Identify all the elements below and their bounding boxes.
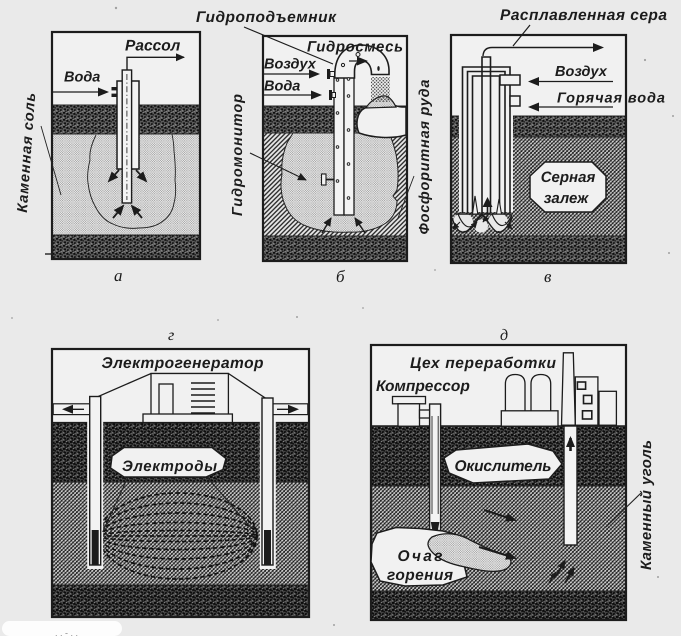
- svg-text:Цех переработки: Цех переработки: [410, 355, 557, 372]
- svg-text:д: д: [500, 327, 508, 344]
- svg-text:Гидроподъемник: Гидроподъемник: [196, 9, 337, 26]
- svg-text:Гидромонитор: Гидромонитор: [230, 94, 246, 216]
- svg-text:Горячая вода: Горячая вода: [557, 91, 665, 107]
- svg-text:Фосфоритная руда: Фосфоритная руда: [417, 80, 433, 235]
- svg-text:г: г: [168, 327, 174, 344]
- svg-text:Вода: Вода: [264, 79, 300, 95]
- svg-text:горения: горения: [387, 567, 453, 584]
- svg-text:Воздух: Воздух: [555, 64, 608, 80]
- svg-text:Окислитель: Окислитель: [455, 458, 552, 475]
- svg-text:в: в: [544, 267, 552, 286]
- svg-text:Вода: Вода: [64, 70, 100, 86]
- svg-text:Каменный уголь: Каменный уголь: [638, 440, 655, 570]
- svg-text:Рассол: Рассол: [125, 38, 181, 55]
- svg-text:Воздух: Воздух: [264, 57, 317, 73]
- svg-text:Расплавленная сера: Расплавленная сера: [500, 7, 667, 24]
- svg-text:Электрогенератор: Электрогенератор: [102, 355, 264, 372]
- svg-text:Компрессор: Компрессор: [376, 378, 470, 395]
- svg-text:залеж: залеж: [544, 190, 589, 207]
- svg-text:б: б: [336, 267, 345, 286]
- svg-text:Очаг: Очаг: [398, 548, 443, 565]
- svg-text:Серная: Серная: [541, 169, 596, 186]
- svg-text:Электроды: Электроды: [122, 458, 217, 475]
- svg-text:. . - . .: . . - . .: [55, 628, 78, 636]
- svg-text:Гидросмесь: Гидросмесь: [307, 39, 403, 56]
- svg-text:а: а: [114, 266, 123, 285]
